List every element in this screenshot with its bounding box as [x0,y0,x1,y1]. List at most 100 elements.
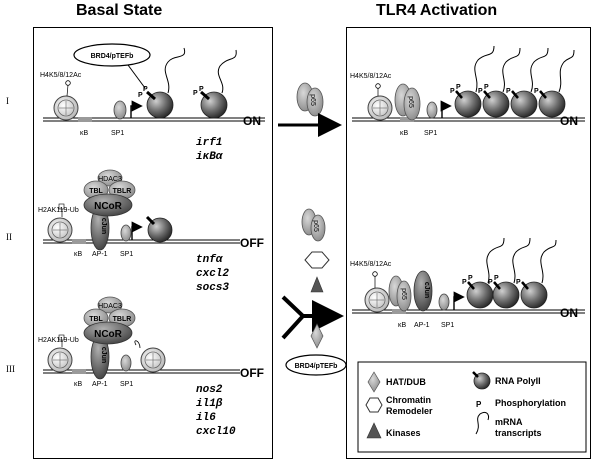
hdac3 [97,296,123,314]
svg-text:P: P [534,88,539,95]
svg-text:P: P [506,88,511,95]
svg-text:NCoR: NCoR [94,201,123,212]
kinase [310,276,324,293]
sp1-factor [120,354,132,372]
svg-text:P: P [199,86,204,93]
gene-il1b: il1β [196,398,223,410]
svg-text:cJun: cJun [423,282,430,298]
brd4-label: BRD4/pTEFb [91,53,134,60]
svg-text:Remodeler: Remodeler [386,406,433,416]
gene-cxcl2: cxcl2 [196,268,229,280]
tss-arrow [130,100,143,118]
chromatin-remodeler [304,251,330,269]
gene-irf1: irf1 [196,137,222,149]
row3-basal: H2AK119-Ub cJun HDAC3 TBL TBLR NCoR κB A… [38,296,264,438]
svg-text:TBLR: TBLR [113,188,132,195]
svg-text:SP1: SP1 [120,251,133,258]
svg-text:transcripts: transcripts [495,428,542,438]
tlr4-activation-panel [346,27,591,459]
gene-ikba: iκBα [196,151,224,163]
svg-text:ON: ON [560,114,578,128]
chromatin-remodeler-icon [365,397,383,413]
svg-text:p65: p65 [400,288,407,300]
svg-text:H2AK119-Ub: H2AK119-Ub [38,337,79,344]
svg-text:P: P [516,279,521,286]
svg-text:AP-1: AP-1 [92,381,108,388]
svg-text:P: P [484,84,489,91]
svg-text:p65: p65 [309,94,316,106]
svg-text:AP-1: AP-1 [92,251,108,258]
svg-text:TBLR: TBLR [113,316,132,323]
svg-text:ON: ON [560,306,578,320]
row-label-3: III [6,364,15,374]
brd4-ptefb [73,43,151,67]
mrna-transcript [164,47,186,94]
svg-text:SP1: SP1 [424,130,437,137]
legend: HAT/DUB Chromatin Remodeler Kinases RNA … [357,361,587,453]
state-off: OFF [240,366,264,380]
svg-text:P: P [494,275,499,282]
state-on: ON [243,114,261,128]
svg-text:RNA PolyII: RNA PolyII [495,376,541,386]
svg-text:cJun: cJun [100,347,107,363]
svg-text:HDAC3: HDAC3 [98,176,122,183]
svg-text:P: P [488,279,493,286]
svg-text:p65: p65 [407,96,414,108]
svg-text:Phosphorylation: Phosphorylation [495,398,566,408]
svg-text:cJun: cJun [100,218,107,234]
gene-tnfa: tnfα [196,254,224,266]
svg-text:BRD4/pTEFb: BRD4/pTEFb [295,363,338,370]
svg-text:κB: κB [74,381,83,388]
sp1-factor [120,224,132,242]
hat-dub [310,323,324,349]
tss-arrow [131,221,143,240]
kinase-icon [366,422,382,439]
sp1-label: SP1 [111,130,124,137]
svg-text:P: P [450,88,455,95]
row2-basal: H2AK119-Ub cJun HDAC3 TBL TBLR NCoR κB A… [38,169,264,294]
svg-text:P: P [143,86,148,93]
kb-site [72,369,86,374]
gene-il6: il6 [196,412,216,424]
converging-arrow [281,295,306,340]
acetyl-mark [65,80,71,86]
svg-text:κB: κB [400,130,409,137]
sp1-factor [113,100,127,120]
svg-text:HDAC3: HDAC3 [98,303,122,310]
ncor [83,321,133,345]
kb-site [78,117,92,122]
svg-text:P: P [462,279,467,286]
svg-text:mRNA: mRNA [495,417,523,427]
row1-basal: H4K5/8/12Ac κB SP1 BRD4/pTEFb P P P P ON… [40,43,265,163]
svg-text:p65: p65 [312,220,319,232]
svg-text:AP-1: AP-1 [414,322,430,329]
basal-state-panel [33,27,273,459]
row-label-2: II [6,232,12,242]
svg-text:SP1: SP1 [441,322,454,329]
row1-activated: H4K5/8/12Ac p65 κB SP1 P P P P P P ON [350,45,585,137]
row-label-1: I [6,96,9,106]
kb-label: κB [80,130,89,137]
phos-icon: P [476,400,482,409]
svg-text:HAT/DUB: HAT/DUB [386,377,426,387]
svg-text:κB: κB [398,322,407,329]
state-off: OFF [240,236,264,250]
h2ak-label: H2AK119-Ub [38,207,79,214]
svg-text:P: P [193,90,198,97]
svg-text:Chromatin: Chromatin [386,395,431,405]
ncor [83,193,133,217]
svg-text:TBL: TBL [89,188,103,195]
svg-text:NCoR: NCoR [94,329,123,340]
brd4-ptefb [285,354,347,376]
legend-box [357,361,587,453]
svg-text:Kinases: Kinases [386,428,421,438]
gene-nos2: nos2 [196,384,223,396]
svg-text:TBL: TBL [89,316,103,323]
gene-socs3: socs3 [196,282,229,294]
middle-stimuli: p65 p65 BRD4/pTEFb [278,82,347,376]
tlr4-activation-title: TLR4 Activation [376,2,498,19]
basal-state-title: Basal State [76,2,163,19]
gene-cxcl10: cxcl10 [196,426,236,438]
svg-text:P: P [468,275,473,282]
